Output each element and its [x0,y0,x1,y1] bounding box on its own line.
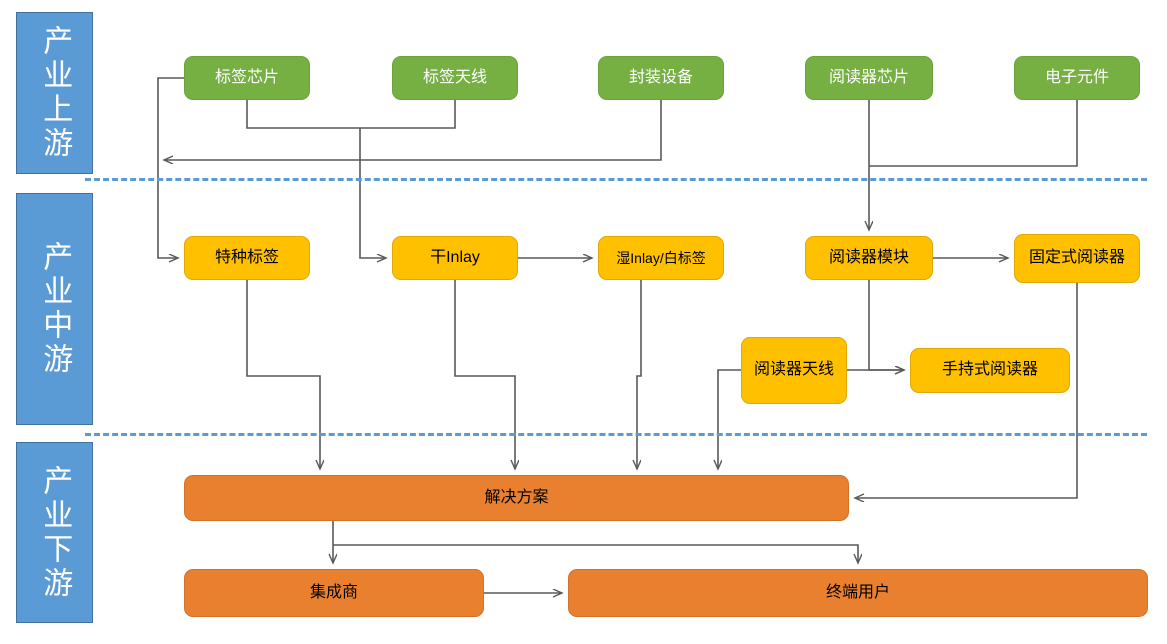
edge-packaging-to-left-bus [164,100,662,160]
node-handheld-reader[interactable]: 手持式阅读器 [910,348,1070,393]
edge-tag-chip-to-special-tag [157,77,184,258]
node-solution-label: 解决方案 [484,488,549,506]
node-handheld-reader-label: 手持式阅读器 [941,361,1038,379]
node-packaging-equipment-label: 封装设备 [628,68,693,86]
node-fixed-reader-label: 固定式阅读器 [1028,249,1125,267]
node-special-tag[interactable]: 特种标签 [184,236,310,280]
tier-band-midstream: 产业中游 [16,193,93,425]
edge-tagchip-tagantenna-bus [246,100,456,129]
tier-band-upstream: 产业上游 [16,12,93,174]
node-reader-module[interactable]: 阅读器模块 [805,236,933,280]
node-reader-chip[interactable]: 阅读器芯片 [805,56,933,100]
tier-band-upstream-label: 产业上游 [38,25,72,161]
edge-special-tag-to-solution [246,280,320,469]
edge-dry-inlay-to-solution [454,280,515,469]
node-end-user-label: 终端用户 [825,583,890,601]
node-reader-chip-label: 阅读器芯片 [828,68,909,86]
node-tag-antenna-label: 标签天线 [422,68,487,86]
edge-antenna-to-solution [718,369,741,469]
node-fixed-reader[interactable]: 固定式阅读器 [1014,234,1140,283]
tier-band-downstream: 产业下游 [16,442,93,623]
divider-upstream-midstream [85,178,1147,181]
node-packaging-equipment[interactable]: 封装设备 [598,56,724,100]
node-integrator[interactable]: 集成商 [184,569,484,617]
divider-midstream-downstream [85,433,1147,436]
node-tag-chip-label: 标签芯片 [214,68,279,86]
tier-band-midstream-label: 产业中游 [38,241,72,377]
node-solution[interactable]: 解决方案 [184,475,849,521]
edge-wet-inlay-to-solution [637,280,642,469]
node-tag-chip[interactable]: 标签芯片 [184,56,310,100]
node-wet-inlay[interactable]: 湿Inlay/白标签 [598,236,724,280]
edge-module-to-handheld [868,280,904,370]
tier-band-downstream-label: 产业下游 [38,464,72,601]
node-dry-inlay[interactable]: 干Inlay [392,236,518,280]
node-electronic-parts-label: 电子元件 [1044,68,1109,86]
edge-electronic-parts-to-module [869,100,1078,167]
node-electronic-parts[interactable]: 电子元件 [1014,56,1140,100]
node-reader-antenna[interactable]: 阅读器天线 [741,337,847,404]
node-wet-inlay-label: 湿Inlay/白标签 [616,249,706,266]
edge-solution-to-end-user [333,544,858,563]
node-reader-antenna-label: 阅读器天线 [753,361,834,379]
node-dry-inlay-label: 干Inlay [430,248,480,266]
node-tag-antenna[interactable]: 标签天线 [392,56,518,100]
edge-bus-to-dry-inlay [359,128,386,258]
node-end-user[interactable]: 终端用户 [568,569,1148,617]
node-reader-module-label: 阅读器模块 [828,248,909,266]
node-special-tag-label: 特种标签 [214,248,279,266]
node-integrator-label: 集成商 [309,583,358,601]
